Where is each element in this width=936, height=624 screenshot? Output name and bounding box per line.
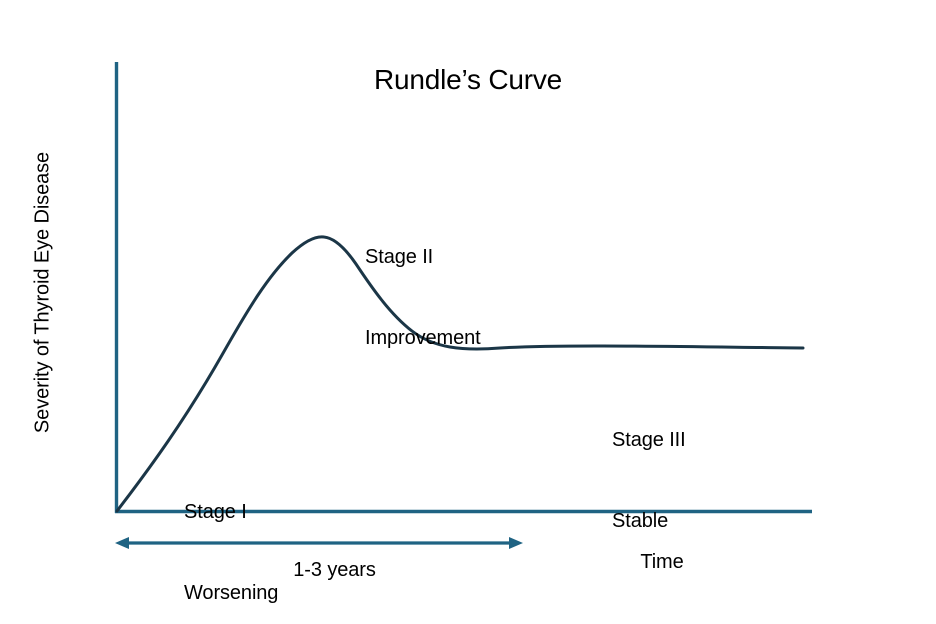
y-axis-label: Severity of Thyroid Eye Disease xyxy=(31,151,54,434)
duration-arrow-head-left xyxy=(115,537,129,549)
severity-curve xyxy=(115,235,805,513)
x-axis-label: Time xyxy=(640,551,684,573)
duration-label: 1-3 years xyxy=(293,559,376,581)
chart-title: Rundle’s Curve xyxy=(373,64,563,95)
stage-1-annotation: Stage I Worsening xyxy=(184,445,278,624)
stage-2-line-1: Stage II xyxy=(365,246,434,268)
stage-1-line-1: Stage I xyxy=(184,501,247,523)
stage-2-line-2: Improvement xyxy=(365,327,481,349)
stage-3-annotation: Stage III Stable xyxy=(612,373,686,589)
stage-3-line-2: Stable xyxy=(612,510,669,532)
stage-3-line-1: Stage III xyxy=(612,429,686,451)
duration-arrow-head-right xyxy=(509,537,523,549)
stage-1-line-2: Worsening xyxy=(184,582,279,604)
duration-span-arrow xyxy=(115,537,523,549)
stage-2-annotation: Stage II Improvement xyxy=(365,190,481,406)
